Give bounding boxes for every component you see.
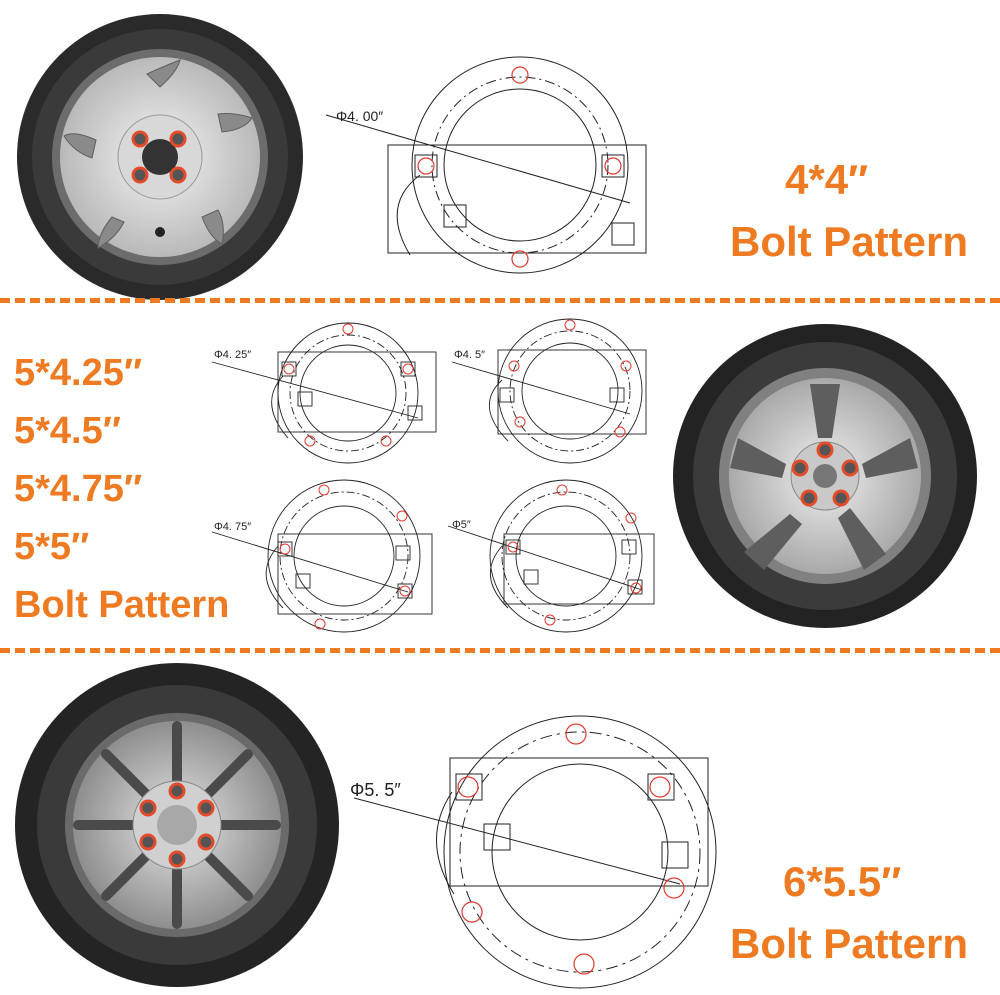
bolt-pattern-label-2: Bolt Pattern bbox=[14, 584, 230, 626]
bolt-pattern-diagram-6x5-5: Φ5. 5″ bbox=[350, 715, 717, 989]
dimension-label-4-00: Φ4. 00″ bbox=[336, 108, 383, 124]
dimension-label-5-5: Φ5. 5″ bbox=[350, 780, 401, 800]
dimension-label-4-25: Φ4. 25″ bbox=[214, 349, 251, 361]
wheel-photo-4-lug bbox=[17, 14, 303, 300]
dimension-label-4-75: Φ4. 75″ bbox=[214, 521, 251, 533]
pattern-label-5x5: 5*5″ bbox=[14, 526, 90, 568]
dimension-label-5: Φ5″ bbox=[452, 519, 471, 531]
bolt-pattern-label-1: Bolt Pattern bbox=[730, 218, 969, 265]
wheel-photo-6-lug bbox=[15, 663, 339, 987]
dimension-label-4-5: Φ4. 5″ bbox=[454, 349, 485, 361]
pattern-label-5x4-5: 5*4.5″ bbox=[14, 410, 121, 452]
pattern-label-5x4-25: 5*4.25″ bbox=[14, 352, 143, 394]
pattern-label-4x4: 4*4″ bbox=[785, 156, 869, 203]
bolt-pattern-diagram-5x5: Φ5″ bbox=[447, 479, 655, 633]
section-divider-bottom bbox=[0, 648, 1000, 653]
bolt-pattern-diagram-5x4-75: Φ4. 75″ bbox=[211, 479, 433, 633]
bolt-pattern-label-3: Bolt Pattern bbox=[730, 920, 969, 967]
section-divider-top bbox=[0, 298, 1000, 303]
pattern-label-5x4-75: 5*4.75″ bbox=[14, 468, 143, 510]
bolt-pattern-diagram-4x4: Φ4. 00″ bbox=[325, 56, 647, 274]
bolt-pattern-diagram-5x4-5: Φ4. 5″ bbox=[451, 318, 647, 464]
bolt-pattern-diagram-5x4-25: Φ4. 25″ bbox=[211, 322, 437, 464]
wheel-photo-5-lug bbox=[673, 324, 977, 628]
pattern-label-6x5-5: 6*5.5″ bbox=[783, 858, 902, 905]
